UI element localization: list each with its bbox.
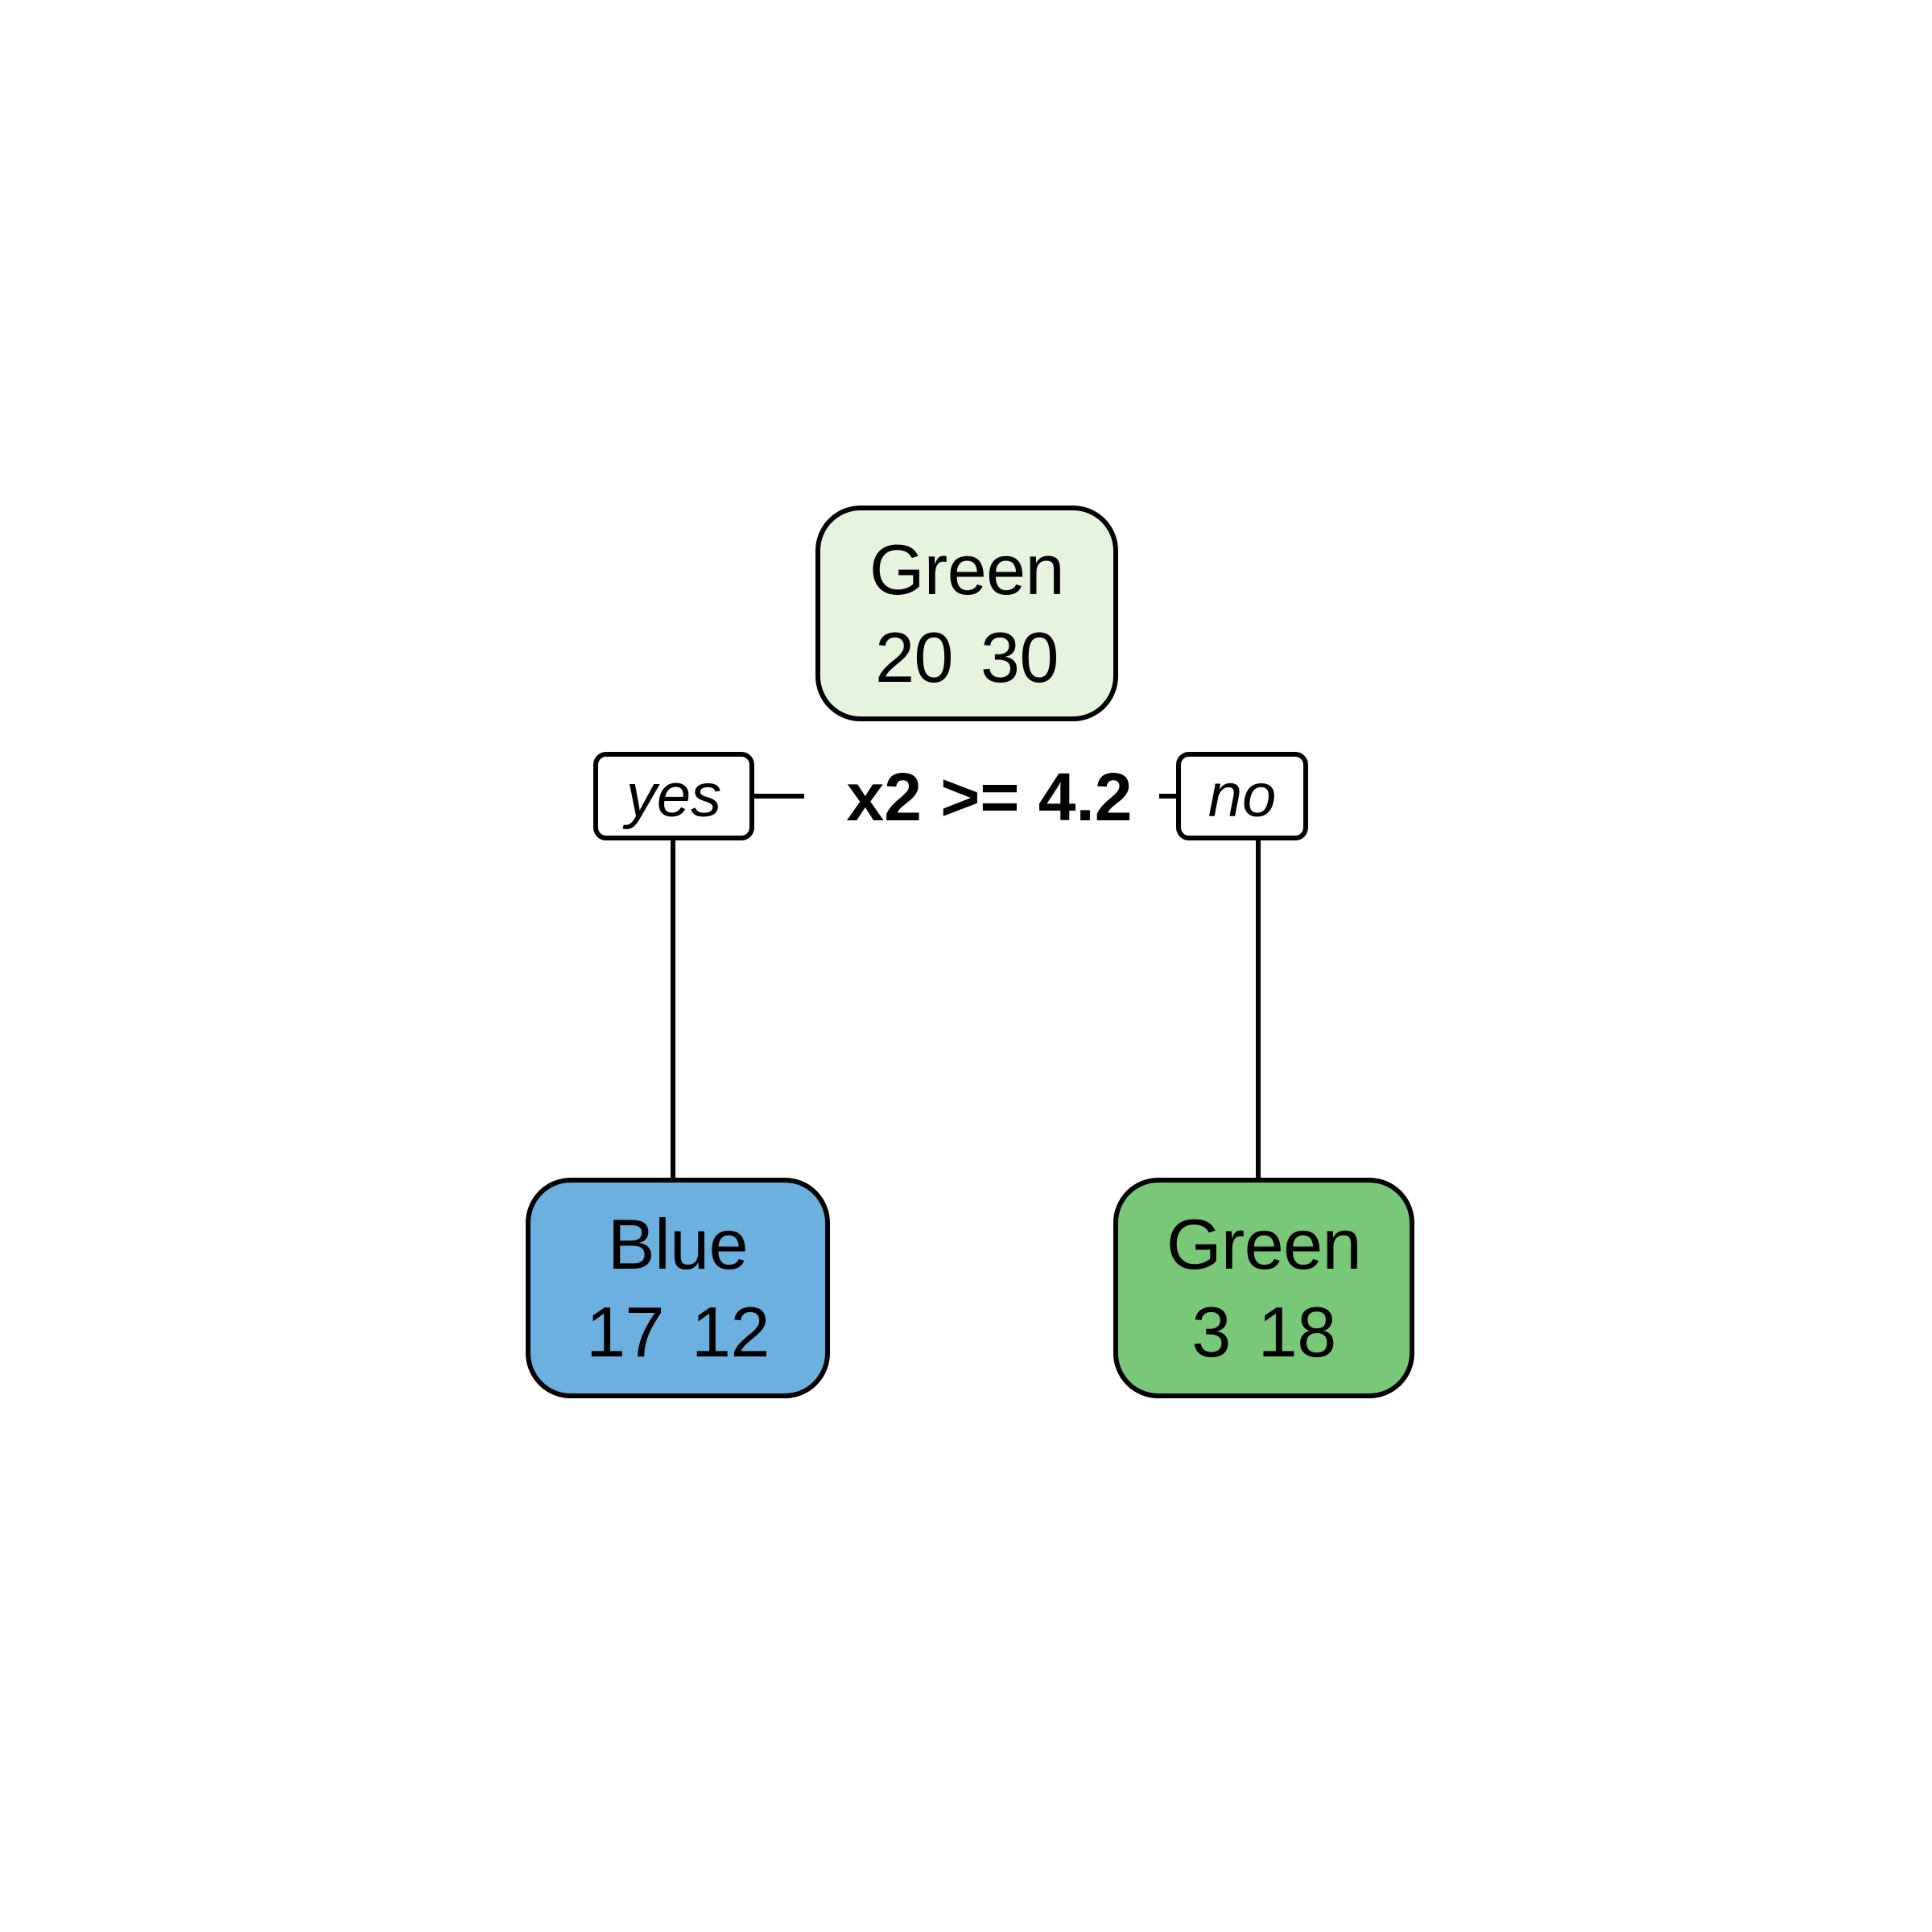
connector-stub-no [1159, 794, 1178, 799]
leaf-right-count-b: 18 [1257, 1292, 1336, 1372]
split-rule-label: x2 >= 4.2 [846, 758, 1133, 835]
connector-yes-to-left-leaf [671, 839, 675, 1180]
leaf-left-count-b: 12 [691, 1292, 770, 1372]
leaf-right-node-counts: 3 18 [1191, 1292, 1336, 1372]
branch-chip-yes[interactable]: yes [593, 752, 754, 840]
leaf-left-count-a: 17 [586, 1292, 664, 1372]
leaf-left-node-label: Blue [607, 1203, 749, 1284]
branch-chip-no[interactable]: no [1176, 752, 1308, 840]
root-node-label: Green [869, 529, 1065, 609]
leaf-right-node-label: Green [1166, 1203, 1362, 1284]
connector-stub-yes [754, 794, 804, 799]
tree-node-leaf-right[interactable]: Green 3 18 [1113, 1178, 1414, 1398]
leaf-right-count-a: 3 [1191, 1292, 1231, 1372]
connector-no-to-right-leaf [1256, 839, 1261, 1180]
root-count-a: 20 [875, 617, 953, 697]
root-count-b: 30 [980, 617, 1059, 697]
